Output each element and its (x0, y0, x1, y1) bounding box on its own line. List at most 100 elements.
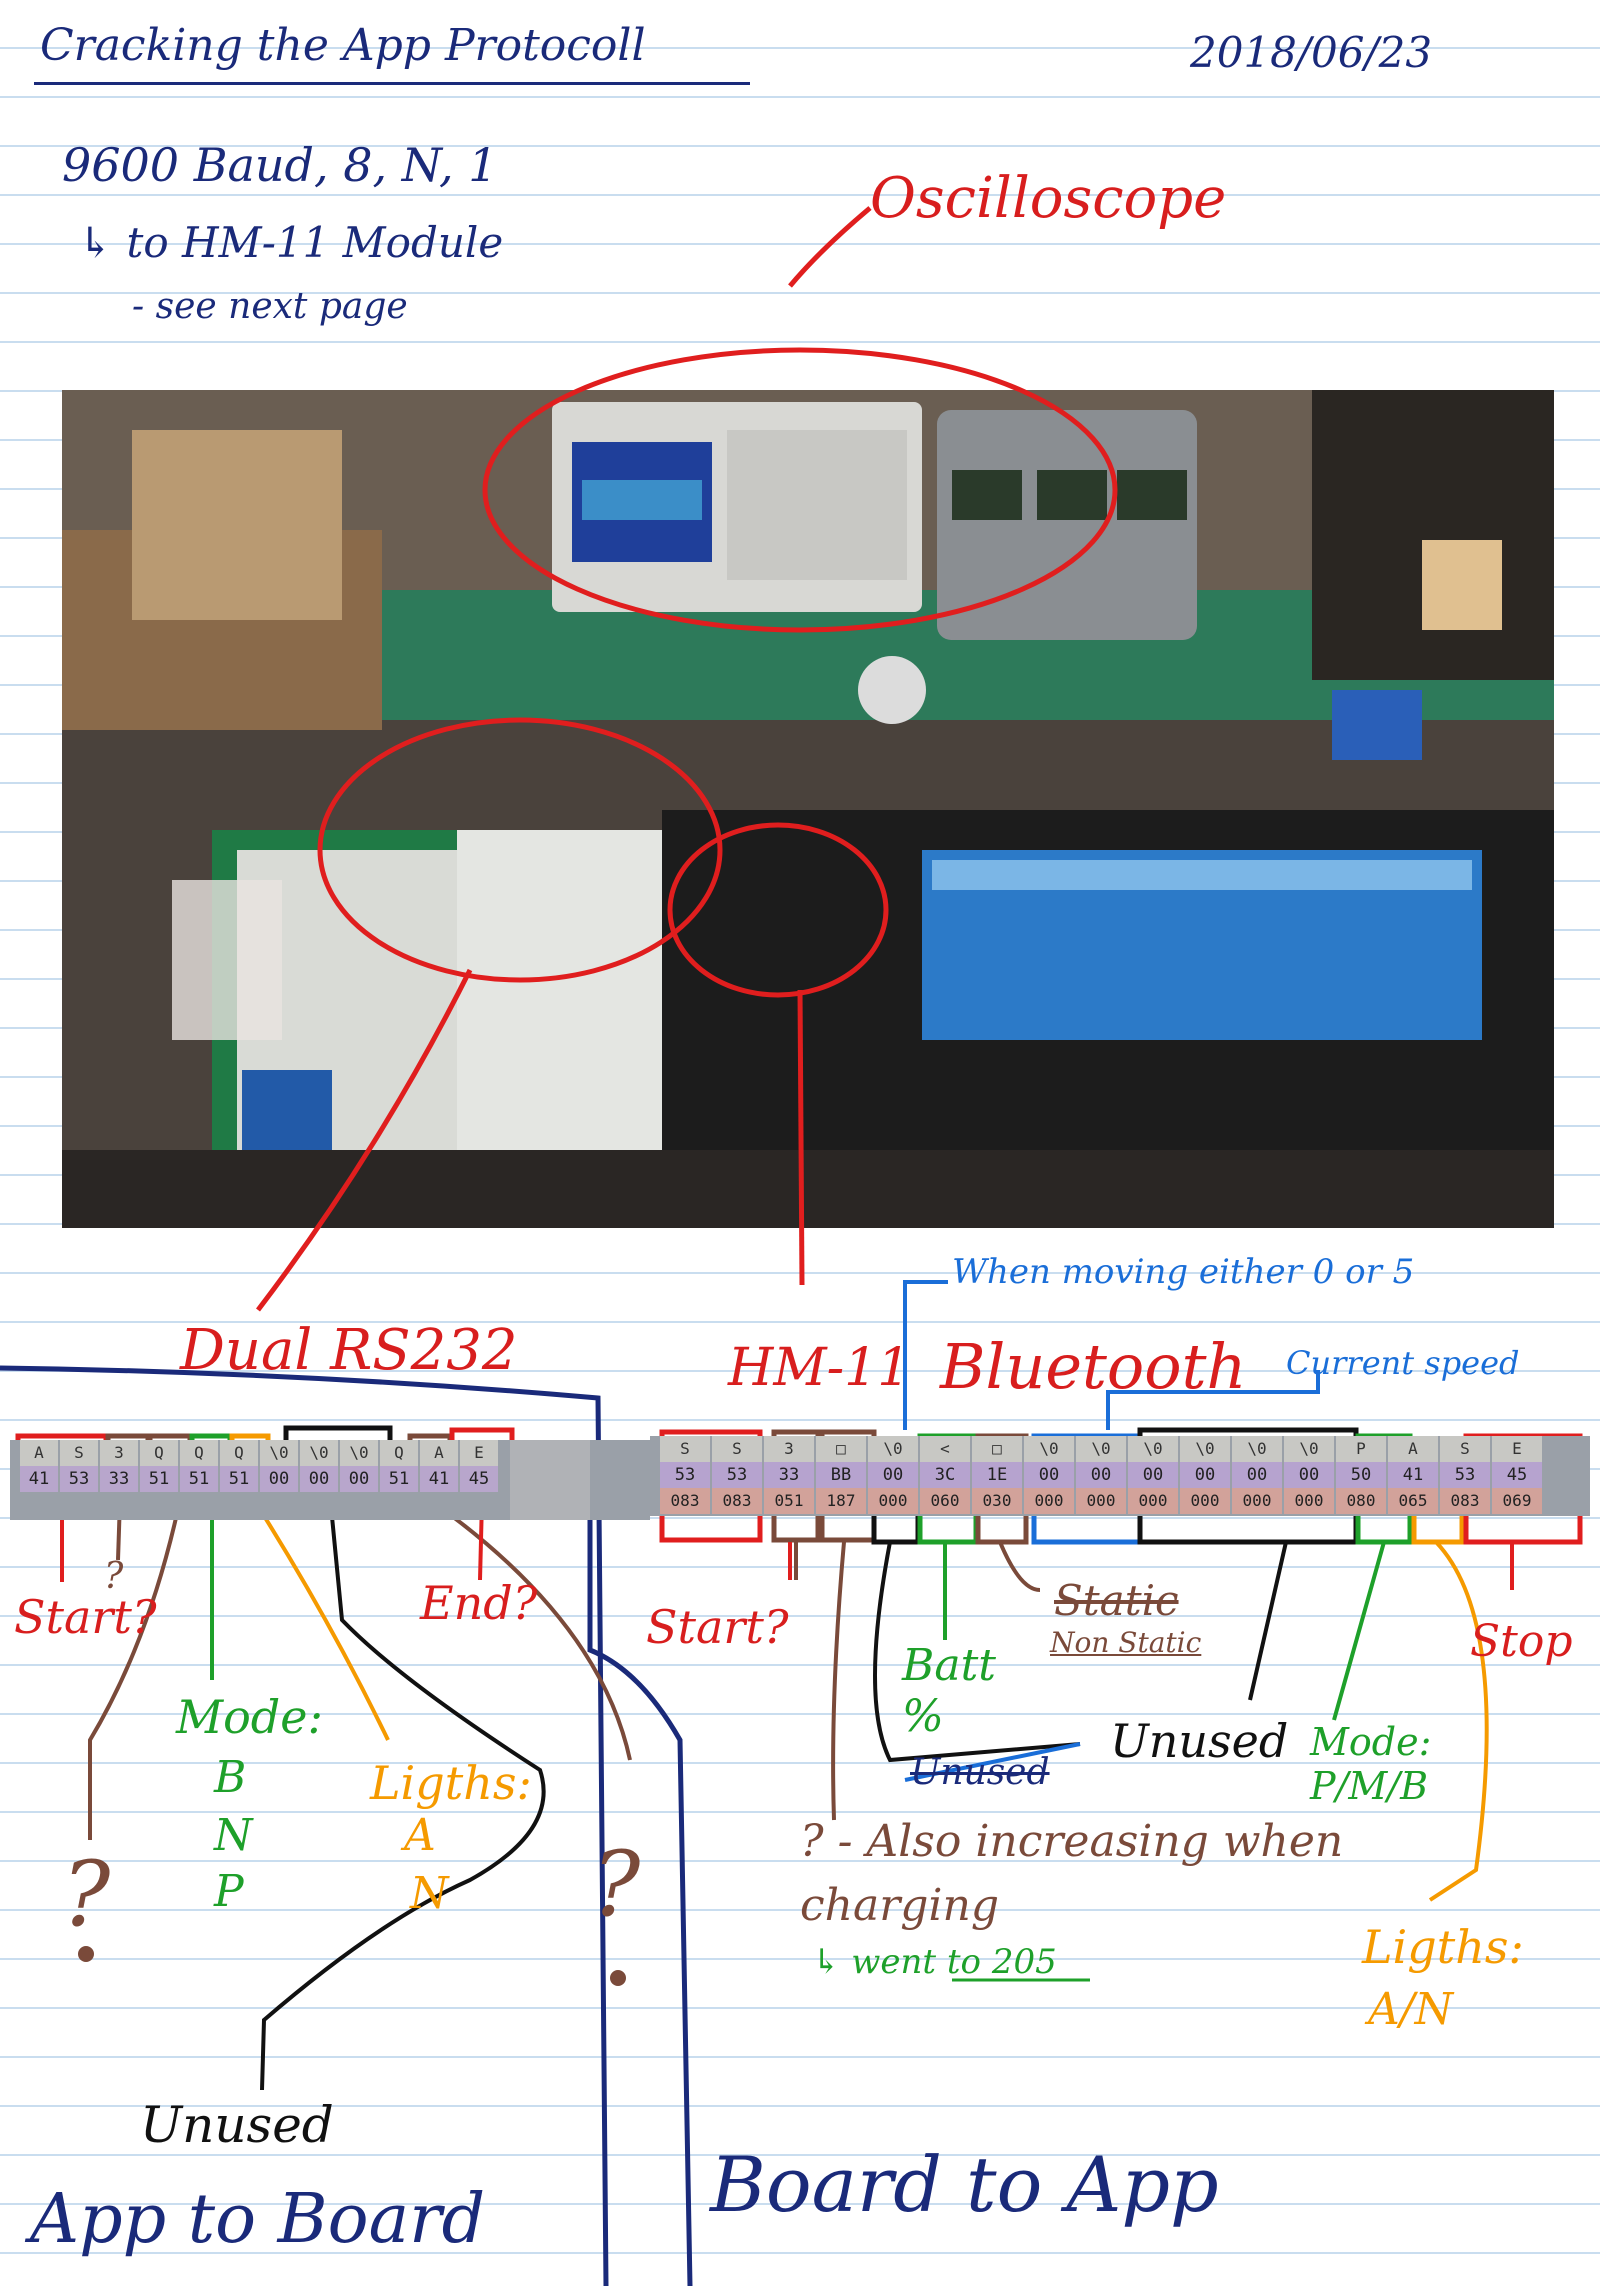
packet-byte-dec: 080 (1336, 1488, 1386, 1514)
note-stop: Stop (1470, 1616, 1573, 1667)
packet-byte-hex: 33 (764, 1462, 814, 1488)
note-when-moving: When moving either 0 or 5 (952, 1252, 1415, 1292)
packet-byte-chars: \0 (1024, 1436, 1074, 1462)
note-next: - see next page (132, 286, 408, 327)
note-q-big-left: ? (62, 1842, 111, 1947)
mode-value-b: B (214, 1752, 247, 1803)
packet-byte-hex: 00 (1284, 1462, 1334, 1488)
packet-byte-dec: 069 (1492, 1488, 1542, 1514)
packet-byte-dec: 000 (1076, 1488, 1126, 1514)
packet-byte-chars: A (420, 1440, 458, 1466)
packet-byte-chars: Q (220, 1440, 258, 1466)
packet-byte-hex: 51 (220, 1466, 258, 1492)
packet-byte-hex: 00 (300, 1466, 338, 1492)
page-date: 2018/06/23 (1190, 28, 1433, 77)
packet-byte-dec: 000 (1232, 1488, 1282, 1514)
packet-byte-hex: 00 (260, 1466, 298, 1492)
note-static: Static (1054, 1576, 1179, 1625)
packet-byte-dec: 065 (1388, 1488, 1438, 1514)
packet-byte-dec: 083 (1440, 1488, 1490, 1514)
packet-byte-chars: Q (180, 1440, 218, 1466)
note-unused-left: Unused (140, 2096, 334, 2154)
packet-byte-hex: 53 (660, 1462, 710, 1488)
label-bluetooth: Bluetooth (940, 1330, 1247, 1403)
lights-value-a: A (404, 1810, 436, 1861)
packet-gap-right (590, 1440, 650, 1520)
note-q-big-left2: ? (592, 1832, 641, 1937)
packet-byte-chars: S (712, 1436, 762, 1462)
note-mode-right: Mode: P/M/B (1310, 1720, 1432, 1808)
note-lights-title: Ligths: (370, 1756, 532, 1810)
packet-byte-chars: < (920, 1436, 970, 1462)
packet-byte-hex: 53 (1440, 1462, 1490, 1488)
packet-byte-hex: 53 (60, 1466, 98, 1492)
packet-byte-hex: 45 (460, 1466, 498, 1492)
packet-byte-chars: Q (140, 1440, 178, 1466)
packet-byte-hex: 33 (100, 1466, 138, 1492)
label-app-to-board: App to Board (30, 2180, 486, 2259)
packet-byte-hex: 41 (20, 1466, 58, 1492)
packet-byte-chars: A (1388, 1436, 1438, 1462)
note-non-static: Non Static (1050, 1626, 1202, 1659)
packet-byte-chars: S (660, 1436, 710, 1462)
note-end-left: End? (420, 1576, 538, 1630)
note-lights-right-value: A/N (1368, 1984, 1454, 2035)
packet-byte-dec: 000 (1180, 1488, 1230, 1514)
packet-byte-dec: 083 (660, 1488, 710, 1514)
packet-byte-chars: Q (380, 1440, 418, 1466)
packet-byte-hex: 00 (1076, 1462, 1126, 1488)
packet-byte-hex: 00 (868, 1462, 918, 1488)
packet-byte-chars: S (1440, 1436, 1490, 1462)
workbench-photo (62, 390, 1554, 1228)
packet-byte-chars: \0 (1232, 1436, 1282, 1462)
label-board-to-app: Board to App (710, 2140, 1219, 2229)
packet-byte-hex: BB (816, 1462, 866, 1488)
packet-byte-chars: S (60, 1440, 98, 1466)
packet-byte-hex: 53 (712, 1462, 762, 1488)
packet-byte-chars: \0 (1284, 1436, 1334, 1462)
note-current-speed: Current speed (1286, 1344, 1520, 1382)
packet-byte-chars: \0 (340, 1440, 378, 1466)
packet-byte-hex: 51 (140, 1466, 178, 1492)
packet-byte-dec: 000 (868, 1488, 918, 1514)
title-underline (34, 82, 750, 85)
packet-byte-dec: 083 (712, 1488, 762, 1514)
packet-byte-dec: 060 (920, 1488, 970, 1514)
packet-byte-hex: 00 (1024, 1462, 1074, 1488)
note-went-to: ↳ went to 205 (812, 1942, 1057, 1982)
packet-byte-hex: 3C (920, 1462, 970, 1488)
packet-byte-chars: □ (972, 1436, 1022, 1462)
mode-value-p: P (214, 1866, 244, 1917)
note-q-left: ? (104, 1556, 124, 1597)
packet-byte-dec: 030 (972, 1488, 1022, 1514)
note-unused-right: Unused (1110, 1714, 1289, 1768)
lights-value-n: N (410, 1868, 449, 1919)
note-mode-title: Mode: (176, 1690, 323, 1744)
packet-byte-hex: 00 (1232, 1462, 1282, 1488)
packet-byte-dec: 000 (1284, 1488, 1334, 1514)
packet-byte-dec: 000 (1128, 1488, 1178, 1514)
packet-byte-dec: 000 (1024, 1488, 1074, 1514)
packet-byte-hex: 1E (972, 1462, 1022, 1488)
packet-byte-chars: □ (816, 1436, 866, 1462)
workbench-illustration (62, 390, 1554, 1228)
packet-gap (510, 1440, 590, 1520)
packet-byte-chars: P (1336, 1436, 1386, 1462)
label-hm11: HM-11 (728, 1338, 911, 1398)
packet-byte-chars: E (460, 1440, 498, 1466)
packet-byte-chars: \0 (1128, 1436, 1178, 1462)
packet-byte-chars: \0 (868, 1436, 918, 1462)
note-baud: 9600 Baud, 8, N, 1 (62, 138, 498, 192)
packet-byte-hex: 51 (180, 1466, 218, 1492)
packet-byte-chars: 3 (100, 1440, 138, 1466)
packet-byte-hex: 41 (1388, 1462, 1438, 1488)
packet-byte-hex: 50 (1336, 1462, 1386, 1488)
packet-byte-chars: A (20, 1440, 58, 1466)
note-start-left: Start? (14, 1590, 157, 1644)
packet-byte-chars: \0 (260, 1440, 298, 1466)
packet-byte-dec: 051 (764, 1488, 814, 1514)
page-title: Cracking the App Protocoll (40, 20, 646, 71)
packet-byte-dec: 187 (816, 1488, 866, 1514)
